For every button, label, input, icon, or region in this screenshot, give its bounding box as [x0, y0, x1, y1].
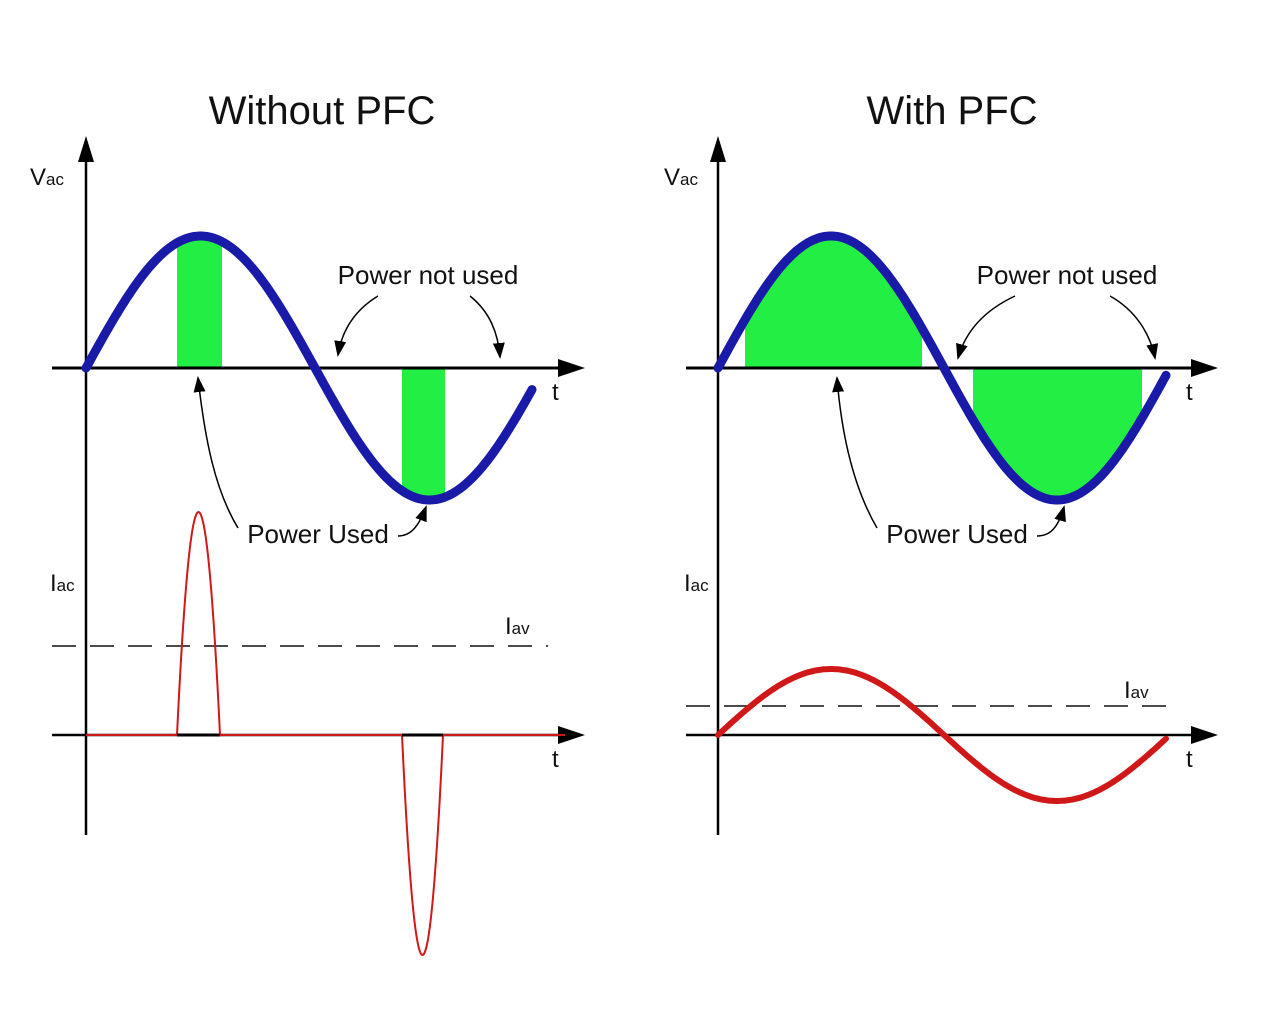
annotation-arrow-icon: [832, 376, 878, 529]
iac-label: Iac: [684, 570, 709, 597]
voltage-waveform: [713, 231, 1171, 505]
panel-title: With PFC: [866, 89, 1037, 133]
annotation-arrow-icon: [397, 505, 427, 537]
annotation-arrow-icon: [956, 295, 1016, 360]
power-used-label: Power Used: [886, 519, 1028, 549]
power-used-label: Power Used: [247, 519, 389, 549]
y-axis-arrow-icon: [78, 136, 94, 162]
annotation-arrow-icon: [469, 295, 505, 359]
power-used-regions: [177, 236, 445, 500]
power-used-region: [973, 368, 1142, 500]
panel-title: Without PFC: [209, 89, 436, 133]
vac-label: Vac: [664, 164, 698, 191]
iav-label: Iav: [1124, 677, 1149, 704]
voltage-waveform: [81, 231, 537, 505]
voltage-time-arrow-icon: [558, 359, 585, 377]
current-pulses: [86, 511, 565, 956]
current-time-arrow-icon: [1191, 726, 1218, 744]
power-used-region: [745, 236, 922, 368]
panel-without-pfc: Without PFC Vac t Iac Iav t Power not us…: [30, 89, 585, 956]
panel-with-pfc: With PFC Vac t Iac Iav t Power not used …: [664, 89, 1218, 835]
annotation-arrow-icon: [334, 295, 379, 357]
power-used-region: [177, 236, 222, 368]
power-used-region: [402, 368, 445, 500]
power-not-used-label: Power not used: [338, 260, 519, 290]
t-label: t: [552, 746, 559, 773]
iav-label: Iav: [505, 613, 530, 640]
current-time-arrow-icon: [558, 726, 585, 744]
annotation-arrow-icon: [1109, 295, 1159, 360]
voltage-time-arrow-icon: [1191, 359, 1218, 377]
annotation-arrow-icon: [193, 376, 239, 529]
t-label: t: [1186, 379, 1193, 406]
y-axis-arrow-icon: [710, 136, 726, 162]
annotation-arrow-icon: [1036, 505, 1066, 537]
t-label: t: [552, 379, 559, 406]
iac-label: Iac: [50, 570, 75, 597]
current-waveform: [715, 666, 1169, 804]
t-label: t: [1186, 746, 1193, 773]
power-not-used-label: Power not used: [977, 260, 1158, 290]
vac-label: Vac: [30, 164, 64, 191]
